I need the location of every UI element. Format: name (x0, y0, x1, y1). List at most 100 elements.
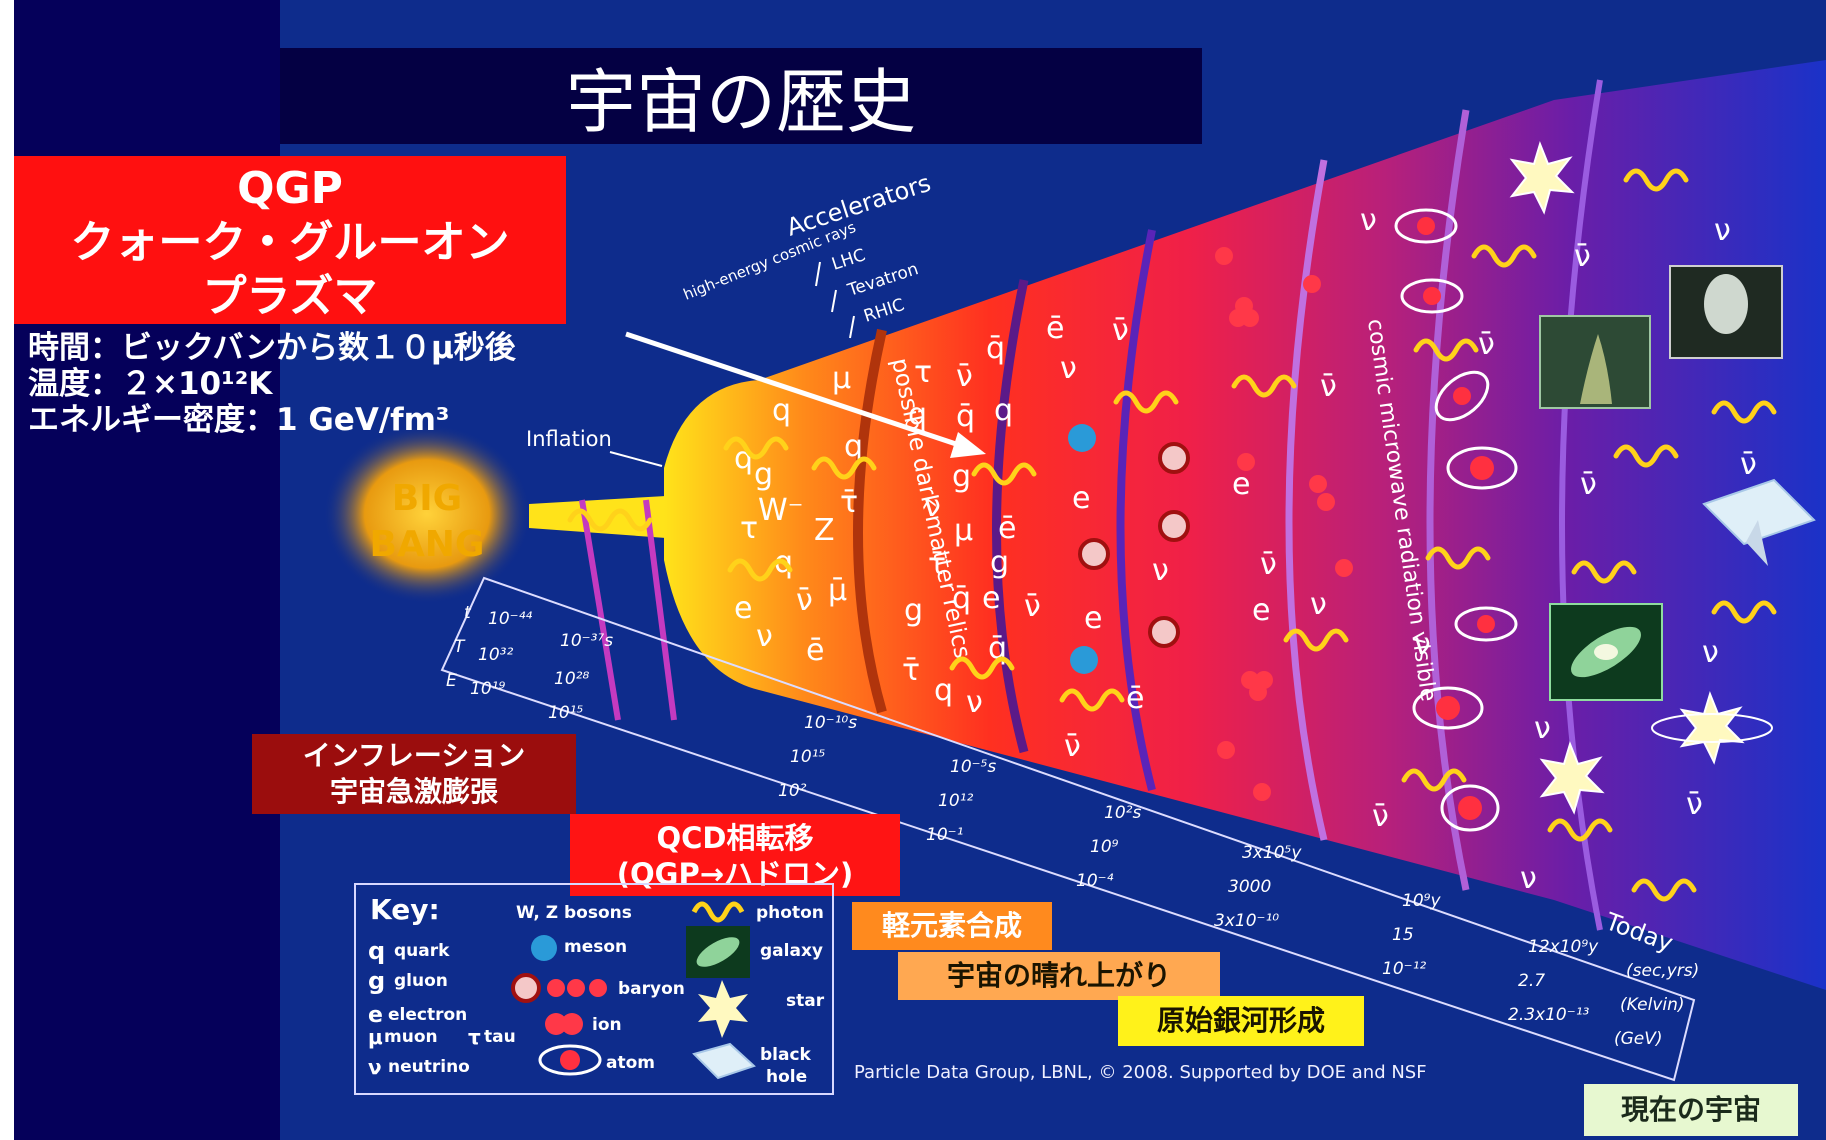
key-photon-icon (691, 901, 745, 923)
key-ion-icon (561, 1013, 583, 1035)
photon-icon (1059, 688, 1125, 712)
accelerators-label: Accelerators (783, 169, 934, 242)
key-title: Key: (370, 893, 440, 926)
scale-c3-t: 10²s (1104, 803, 1141, 823)
particle-nubar: ν̄ (1320, 369, 1337, 404)
stage-qcd-transition: QCD相転移 (QGP→ハドロン) (570, 814, 900, 896)
rhic-pointer (849, 315, 855, 339)
scale-unit-T: (Kelvin) (1620, 995, 1685, 1015)
scale-c3-E: 10⁻⁴ (1076, 871, 1114, 891)
particle-nu: ν (1702, 635, 1719, 670)
qgp-heading-line-2: クォーク・グルーオン (70, 217, 510, 268)
particle-nu: ν (1520, 861, 1537, 896)
key-neutrino: neutrino (388, 1057, 470, 1077)
particle-q: q (994, 393, 1013, 428)
ion-icon (1253, 783, 1271, 801)
tevatron-pointer (831, 289, 837, 313)
particle-taubar: τ̄ (902, 653, 920, 688)
baryon-icon (1148, 616, 1180, 648)
particle-mu: μ (832, 361, 851, 396)
photon-icon (567, 508, 653, 532)
photon-icon (971, 462, 1037, 486)
scale-c6-T: 2.7 (1518, 971, 1545, 991)
atom-nucleus (1458, 796, 1482, 820)
particle-e: e (1252, 593, 1270, 628)
stage-recombination: 宇宙の晴れ上がり (898, 952, 1220, 1000)
key-baryon-icon (511, 973, 541, 1003)
atom-icon (1434, 370, 1490, 422)
key-atom-icon (538, 1044, 602, 1076)
scale-row-T: T (454, 637, 466, 657)
particle-nu: ν (924, 489, 941, 524)
key-quark: quark (394, 941, 450, 961)
epoch-boundary-1 (853, 328, 887, 714)
meson-icon (1070, 646, 1098, 674)
key-black-hole-icon (692, 1042, 756, 1080)
key-muon: muon (384, 1027, 438, 1047)
scale-t2: 10⁻³⁷s (560, 631, 613, 651)
lhc-label: LHC (829, 245, 868, 275)
atom-nucleus (1423, 287, 1441, 305)
atom-icon (1394, 208, 1458, 244)
star-icon (1539, 740, 1605, 815)
epoch-line-a (579, 499, 621, 721)
photon-icon (1711, 400, 1777, 424)
particle-nu: ν (1534, 711, 1551, 746)
stage-inflation: インフレーション 宇宙急激膨張 (252, 734, 576, 814)
particle-ebar: ē (806, 633, 824, 668)
scale-c3-T: 10⁹ (1090, 837, 1119, 857)
key-atom: atom (606, 1053, 655, 1073)
scale-c6-E: 2.3x10⁻¹³ (1508, 1005, 1590, 1025)
particle-z: Z (814, 513, 835, 548)
stage-inflation-line-2: 宇宙急激膨張 (329, 775, 498, 808)
key-symbol-tau: τ (468, 1025, 481, 1049)
key-symbol-q: q (368, 937, 386, 965)
key-ion-icon (545, 1013, 567, 1035)
photon-icon (727, 558, 793, 582)
particle-q: q (844, 429, 863, 464)
nebula-pillars (1580, 334, 1612, 404)
particle-tau: τ (914, 355, 932, 390)
epoch-boundary-2 (992, 279, 1029, 754)
inflation-pointer (609, 451, 663, 467)
key-galaxy: galaxy (760, 941, 823, 961)
photon-icon (1283, 628, 1349, 652)
particle-q: q (908, 397, 927, 432)
key-symbol-g: g (368, 967, 386, 995)
key-tau: tau (484, 1027, 516, 1047)
photon-icon (1413, 338, 1479, 362)
photon-icon (1571, 560, 1637, 584)
particle-nubar: ν̄ (1024, 589, 1041, 624)
particle-nubar: ν̄ (1064, 729, 1081, 764)
particle-qbar: q̄ (952, 581, 971, 616)
particle-nubar: ν̄ (1740, 447, 1757, 482)
key-symbol-mu: μ (368, 1025, 383, 1049)
particle-ebar: ē (1126, 681, 1144, 716)
atom-icon (1412, 686, 1484, 730)
photon-icon (1113, 390, 1179, 414)
photon-icon (949, 656, 1015, 680)
epoch-boundary-3 (1116, 229, 1156, 791)
qgp-temperature: 温度：２×10¹²K (28, 366, 273, 402)
key-star-icon (698, 980, 748, 1038)
qgp-arrow-head (950, 432, 986, 458)
scale-c2-t: 10⁻⁵s (950, 757, 996, 777)
atom-nucleus (1436, 696, 1460, 720)
qgp-arrow-line (625, 331, 975, 453)
scale-c4-t: 3x10⁵y (1242, 843, 1302, 863)
particle-nubar: ν̄ (1686, 787, 1703, 822)
particle-nubar: ν̄ (1372, 799, 1389, 834)
particle-nu: ν (966, 685, 983, 720)
stage-galaxy-formation: 原始銀河形成 (1118, 996, 1364, 1046)
scale-c6-t: 12x10⁹y (1528, 937, 1599, 957)
particle-nubar: ν̄ (1574, 239, 1591, 274)
key-wz: W, Z bosons (516, 903, 632, 923)
big-bang-text-2: BANG (370, 524, 485, 565)
photon-icon (1425, 546, 1491, 570)
key-atom-nucleus (560, 1050, 580, 1070)
atom-nucleus (1453, 387, 1471, 405)
scale-c4-T: 3000 (1228, 877, 1271, 897)
black-hole-icon (1702, 478, 1816, 546)
key-meson: meson (564, 937, 628, 957)
expansion-cone (664, 60, 1826, 990)
